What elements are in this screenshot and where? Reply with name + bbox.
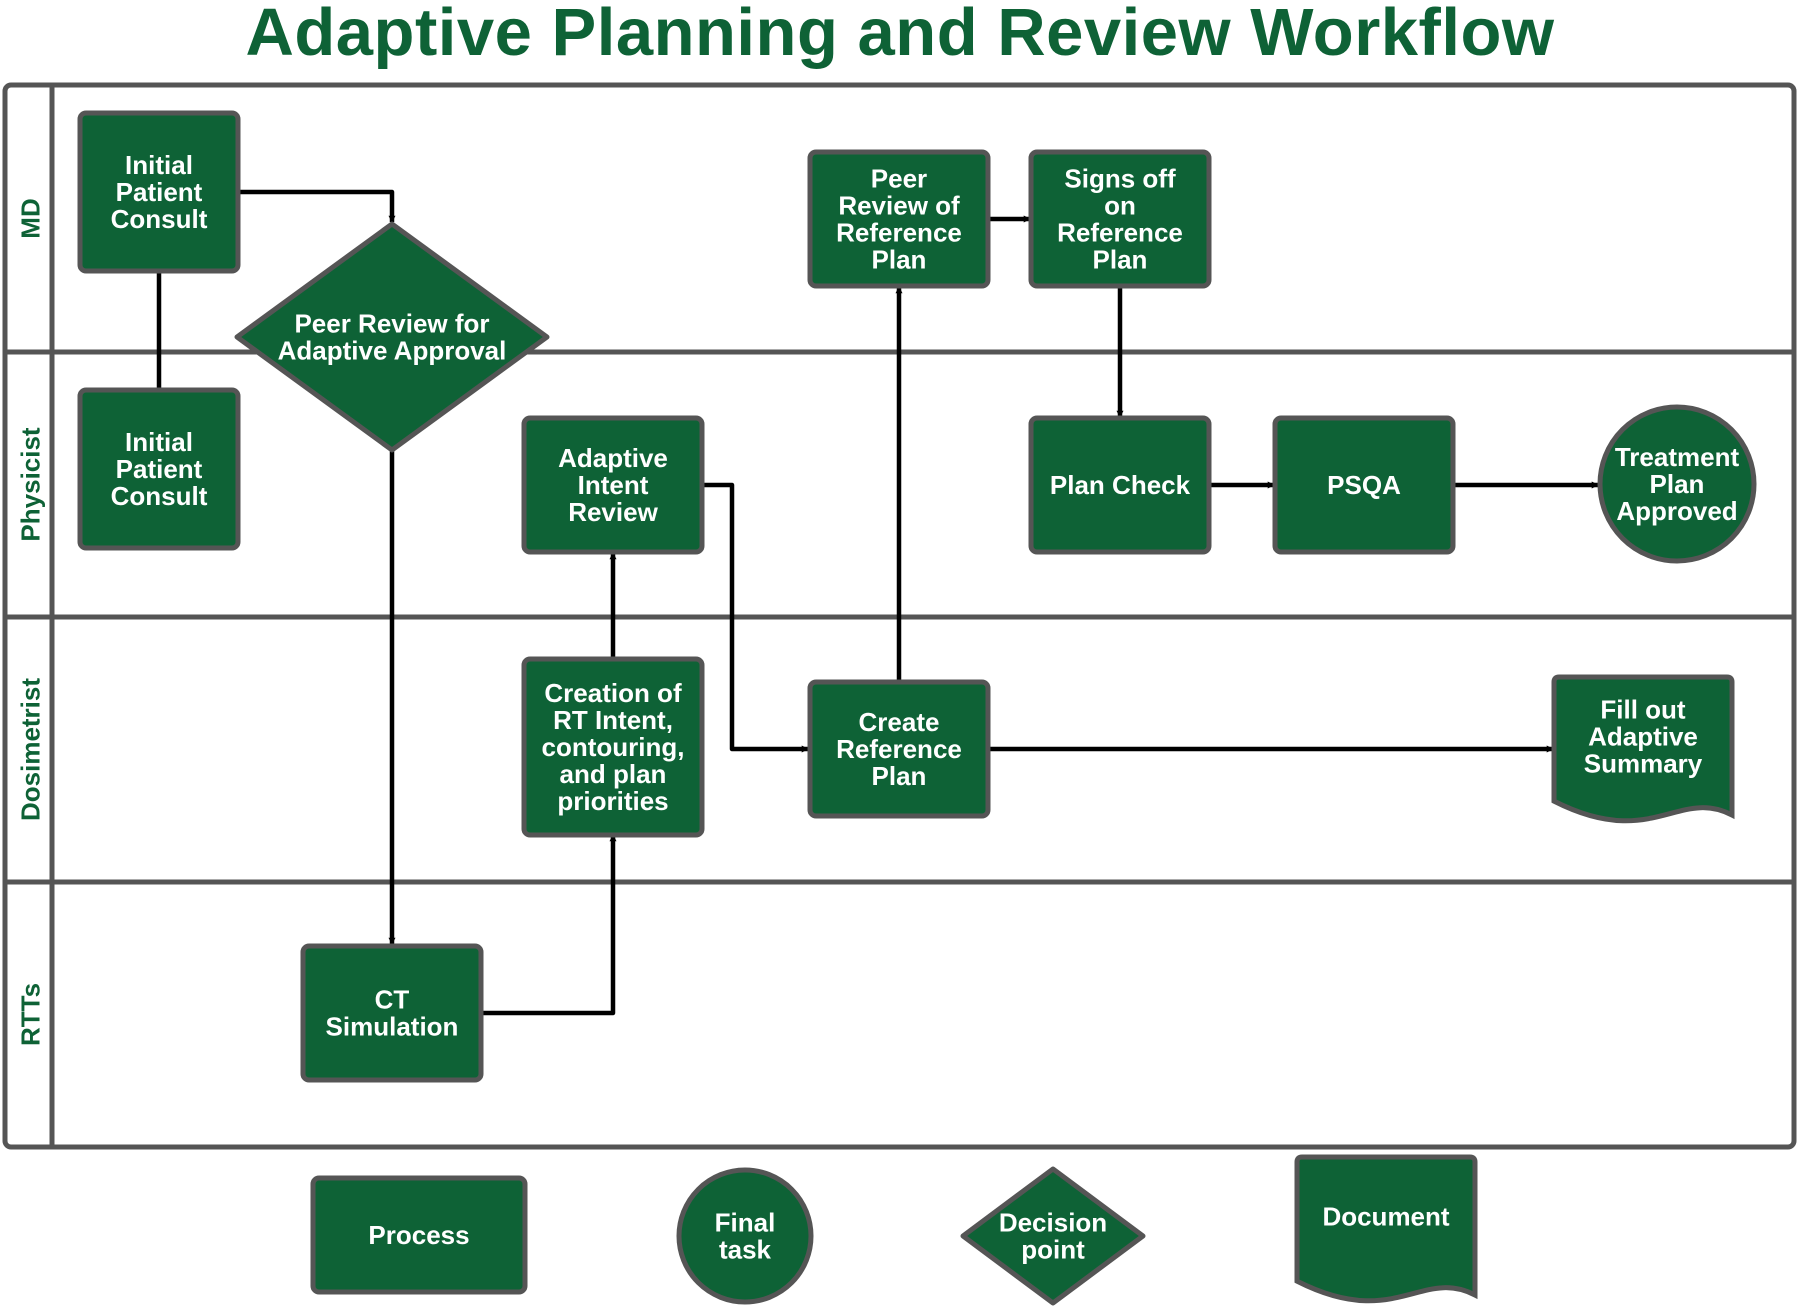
node-ct-simulation-shape (300, 943, 484, 1083)
node-adaptive-intent-review-shape (521, 415, 705, 555)
node-plan-check: Plan Check (1028, 415, 1212, 555)
edge-adaptive-intent-review-to-create-reference-plan (702, 482, 809, 753)
lane-label-dosimetrist: Dosimetrist (16, 678, 46, 821)
node-psqa-shape (1272, 415, 1456, 555)
lane-label-md: MD (16, 198, 46, 238)
legend-process-shape (310, 1175, 528, 1295)
legend-final-shape (676, 1167, 814, 1305)
legend-item-process: Process (310, 1175, 528, 1295)
node-peer-review-reference-plan-shape (807, 149, 991, 289)
node-create-reference-plan-shape (807, 679, 991, 819)
edge-initial-consult-md-to-peer-review-adaptive-approval (238, 189, 396, 223)
page-title: Adaptive Planning and Review Workflow (245, 0, 1555, 70)
node-peer-review-adaptive-approval-shape (234, 221, 550, 453)
node-plan-check-shape (1028, 415, 1212, 555)
node-creation-rt-intent-shape (521, 656, 705, 838)
legend-process-label: Process (368, 1220, 469, 1250)
legend-item-document: Document (1294, 1154, 1478, 1304)
node-plan-check-label: Plan Check (1050, 470, 1191, 500)
node-psqa-label: PSQA (1327, 470, 1401, 500)
lane-label-rtts: RTTs (16, 983, 46, 1046)
lane-label-physicist: Physicist (16, 427, 46, 542)
legend-decision-shape (960, 1166, 1146, 1306)
node-initial-consult-physicist-shape (77, 387, 241, 551)
legend-document-label: Document (1322, 1202, 1449, 1232)
node-psqa: PSQA (1272, 415, 1456, 555)
edge-ct-simulation-to-creation-rt-intent (481, 834, 617, 1016)
node-initial-consult-md-shape (77, 110, 241, 274)
node-fill-out-adaptive-summary-shape (1551, 674, 1735, 824)
node-treatment-plan-approved-shape (1597, 404, 1757, 564)
node-signs-off-reference-plan-shape (1028, 149, 1212, 289)
legend-document-shape (1294, 1154, 1478, 1304)
connectors (156, 189, 1599, 1016)
